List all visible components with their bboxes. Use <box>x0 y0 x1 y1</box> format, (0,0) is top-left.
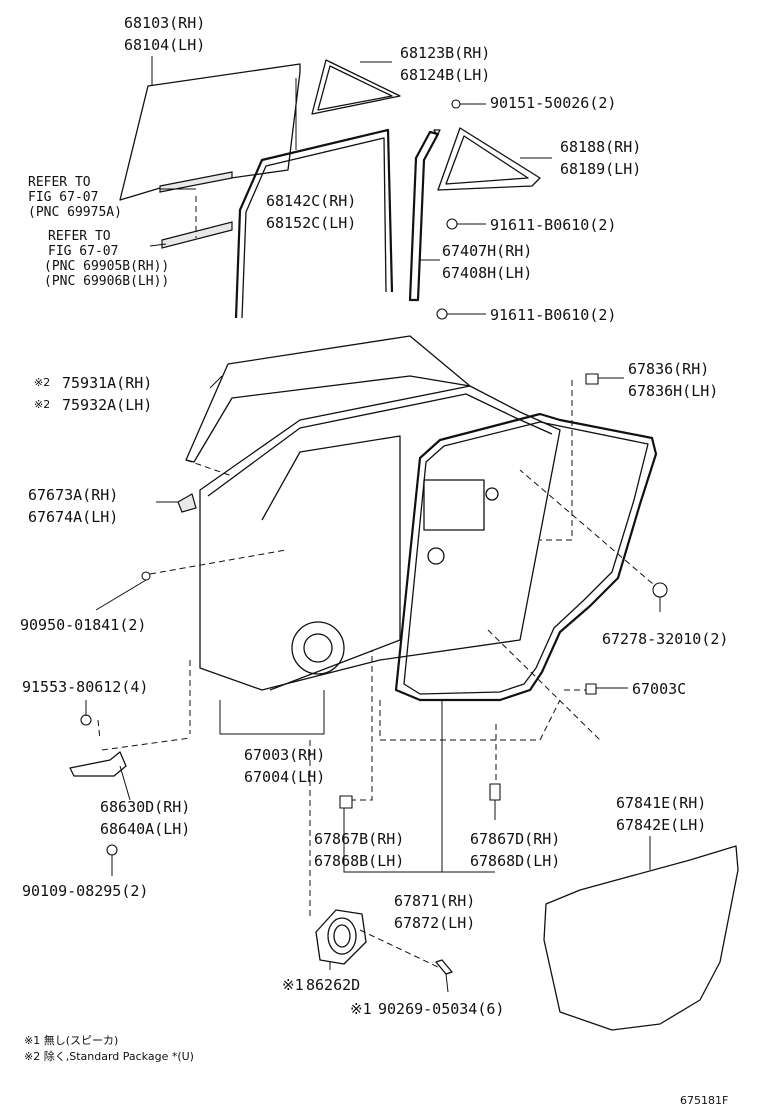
label-mould-rh: 75931A(RH) <box>62 374 152 392</box>
label-mould-mark-lh: ※2 <box>34 398 50 411</box>
label-panel-lh: 67004(LH) <box>244 768 325 786</box>
label-clip-lh: 67836H(LH) <box>628 382 718 400</box>
grommet-icon <box>652 582 668 612</box>
label-speaker: 86262D <box>306 976 360 994</box>
clip-icon <box>489 783 501 820</box>
bolt-icon <box>436 308 486 320</box>
label-glass-lh: 68104(LH) <box>124 36 205 54</box>
label-bolt-91611-a: 91611-B0610(2) <box>490 216 616 234</box>
stopper <box>156 493 197 513</box>
door-weatherstrip <box>394 412 658 872</box>
quarter-glass <box>311 59 401 115</box>
bolt-icon <box>451 99 486 109</box>
label-bolt-90151: 90151-50026(2) <box>490 94 616 112</box>
label-qglass-lh: 68124B(LH) <box>400 66 490 84</box>
bolt-icon <box>435 959 453 993</box>
label-wsd-rh: 67867D(RH) <box>470 830 560 848</box>
label-check-rh: 68630D(RH) <box>100 798 190 816</box>
label-refer1-b: FIG 67-07 <box>28 190 98 205</box>
label-check-lh: 68640A(LH) <box>100 820 190 838</box>
label-refer2-d: (PNC 69906B(LH)) <box>44 274 169 289</box>
label-run-lh: 68152C(LH) <box>266 214 356 232</box>
service-hole-cover <box>543 836 739 1031</box>
quarter-frame <box>437 127 552 191</box>
label-glass-rh: 68103(RH) <box>124 14 205 32</box>
label-refer2-c: (PNC 69905B(RH)) <box>44 259 169 274</box>
label-mould-mark-rh: ※2 <box>34 376 50 389</box>
door-glass <box>119 56 301 201</box>
bolt-icon <box>80 700 92 726</box>
speaker <box>315 909 367 970</box>
belt-weatherstrip-outer <box>159 171 233 193</box>
label-stopper-lh: 67674A(LH) <box>28 508 118 526</box>
label-screw-mark: ※1 <box>350 1000 372 1018</box>
label-wstrip-lh: 67872(LH) <box>394 914 475 932</box>
division-bar <box>408 130 440 302</box>
label-panel-rh: 67003(RH) <box>244 746 325 764</box>
bolt-icon <box>95 571 151 611</box>
label-sash-lh: 67408H(LH) <box>442 264 532 282</box>
door-belt-moulding <box>185 335 471 463</box>
label-bolt-90109: 90109-08295(2) <box>22 882 148 900</box>
label-mould-lh: 75932A(LH) <box>62 396 152 414</box>
figure-id: 675181F <box>680 1094 728 1107</box>
label-refer1-a: REFER TO <box>28 175 91 190</box>
label-bolt-91611-b: 91611-B0610(2) <box>490 306 616 324</box>
label-refer2-a: REFER TO <box>48 229 111 244</box>
footnote-1: ※1 無し(スピーカ) <box>24 1033 118 1047</box>
label-clip-67003c: 67003C <box>632 680 686 698</box>
label-wsb-rh: 67867B(RH) <box>314 830 404 848</box>
glass-run <box>234 78 394 319</box>
clip-icon <box>339 795 442 873</box>
bolt-icon <box>106 844 118 876</box>
label-bolt-91553: 91553-80612(4) <box>22 678 148 696</box>
clip-icon <box>585 683 628 695</box>
label-bolt-90950: 90950-01841(2) <box>20 616 146 634</box>
label-frame-lh: 68189(LH) <box>560 160 641 178</box>
footnote-2: ※2 除く,Standard Package *(U) <box>24 1049 194 1063</box>
label-refer1-c: (PNC 69975A) <box>28 205 122 220</box>
label-wstrip-rh: 67871(RH) <box>394 892 475 910</box>
belt-weatherstrip-inner <box>149 196 233 249</box>
label-stopper-rh: 67673A(RH) <box>28 486 118 504</box>
label-refer2-b: FIG 67-07 <box>48 244 118 259</box>
label-clip-rh: 67836(RH) <box>628 360 709 378</box>
label-cover-lh: 67842E(LH) <box>616 816 706 834</box>
label-wsd-lh: 67868D(LH) <box>470 852 560 870</box>
label-frame-rh: 68188(RH) <box>560 138 641 156</box>
label-cover-rh: 67841E(RH) <box>616 794 706 812</box>
label-sash-rh: 67407H(RH) <box>442 242 532 260</box>
door-check <box>69 751 131 801</box>
door-panel <box>199 385 561 735</box>
clip-icon <box>585 373 624 385</box>
label-run-rh: 68142C(RH) <box>266 192 356 210</box>
label-wsb-lh: 67868B(LH) <box>314 852 404 870</box>
label-plug-67278: 67278-32010(2) <box>602 630 728 648</box>
label-screw-90269: 90269-05034(6) <box>378 1000 504 1018</box>
label-qglass-rh: 68123B(RH) <box>400 44 490 62</box>
bolt-icon <box>446 218 486 230</box>
label-speaker-mark: ※1 <box>282 976 304 994</box>
